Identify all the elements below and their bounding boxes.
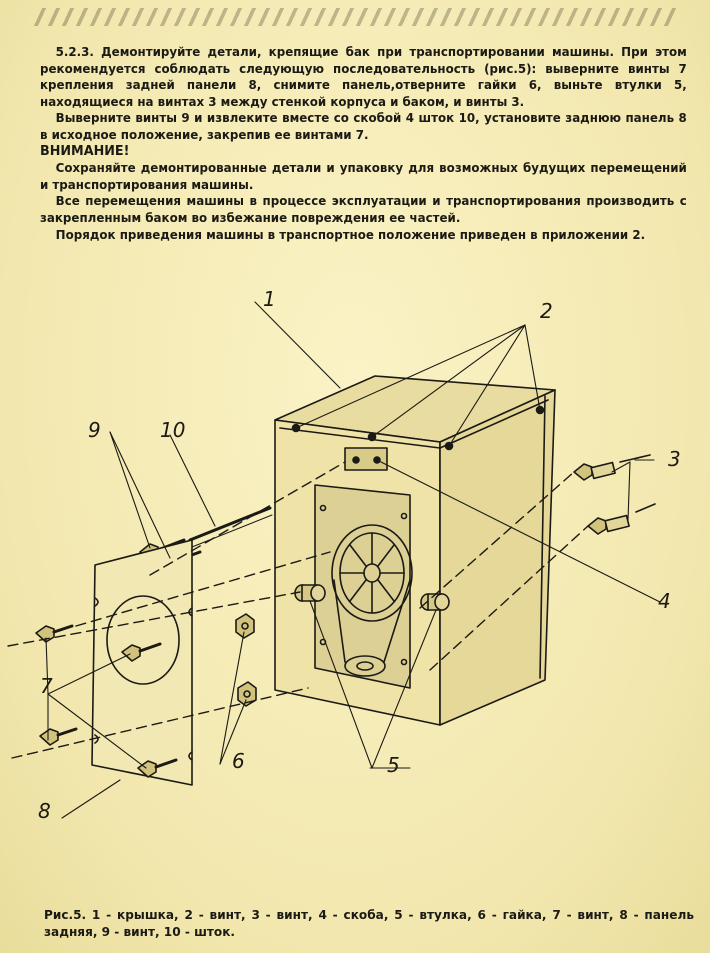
paragraph-keep-parts: Сохраняйте демонтированные детали и упак…	[40, 161, 687, 192]
screw-7-lower-left	[39, 727, 78, 746]
washing-machine-diagram: 1 2 3 4 5 6 7 8 9 10	[7, 290, 681, 823]
label-3: 3	[668, 447, 681, 471]
label-7: 7	[40, 674, 53, 698]
paragraph-unscrew-screws: Выверните винты 9 и извлеките вместе со …	[40, 111, 687, 142]
paragraph-movement: Все перемещения машины в процессе эксплу…	[40, 194, 687, 225]
screw-7-upper-right	[121, 642, 162, 662]
label-4: 4	[658, 589, 671, 613]
warning-heading: ВНИМАНИЕ!	[40, 143, 130, 159]
rear-opening	[314, 484, 411, 689]
nut-6-lower	[237, 681, 257, 707]
bushing-5-right	[420, 593, 450, 611]
label-1: 1	[263, 290, 276, 311]
screw-3-upper	[573, 454, 651, 481]
rod-10	[188, 506, 272, 542]
paragraph-appendix: Порядок приведения машины в транспортное…	[55, 227, 646, 242]
bracket-4	[344, 447, 388, 471]
label-6: 6	[232, 749, 245, 773]
figure-caption: Рис.5. 1 - крышка, 2 - винт, 3 - винт, 4…	[44, 908, 694, 939]
nut-6-upper	[235, 613, 255, 639]
paragraph-5-2-3: 5.2.3. Демонтируйте детали, крепящие бак…	[40, 45, 687, 109]
drum-pulley	[331, 524, 413, 677]
label-10: 10	[160, 418, 185, 442]
bushing-5-left	[294, 584, 326, 602]
perforation-edge	[33, 8, 683, 26]
label-8: 8	[38, 799, 51, 823]
label-5: 5	[387, 753, 400, 777]
instruction-text: 5.2.3. Демонтируйте детали, крепящие бак…	[40, 44, 687, 243]
label-9: 9	[88, 418, 101, 442]
label-2: 2	[540, 299, 553, 323]
rear-panel-8	[91, 539, 193, 786]
screw-3-lower	[587, 503, 656, 535]
machine-side-face	[439, 389, 556, 726]
